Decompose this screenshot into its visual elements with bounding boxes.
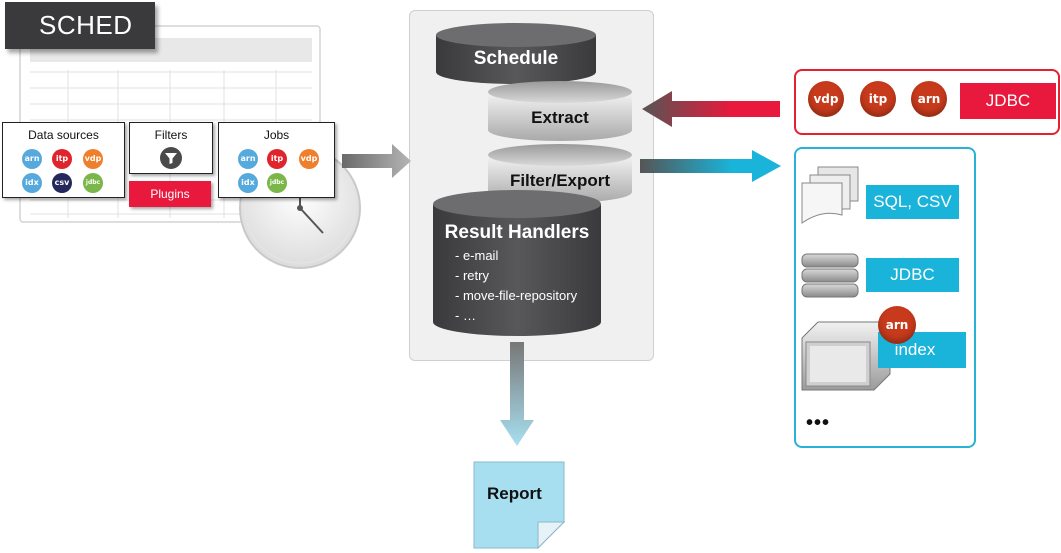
jdbc-destination-label: JDBC bbox=[866, 258, 959, 292]
handler-item: - move-file-repository bbox=[455, 288, 578, 303]
handler-item: - retry bbox=[455, 268, 489, 283]
database-icon bbox=[801, 253, 859, 298]
vdp-icon: vdp bbox=[299, 149, 319, 169]
jobs-panel: Jobs arn itp vdp idx jdbc bbox=[218, 122, 335, 198]
arn-icon: arn bbox=[878, 306, 916, 344]
jdbc-icon: jdbc bbox=[267, 173, 287, 193]
sources-box: vdp itp arn JDBC bbox=[794, 69, 1060, 135]
filter-icon bbox=[160, 147, 182, 169]
arn-icon: arn bbox=[911, 81, 947, 117]
jobs-title: Jobs bbox=[263, 128, 290, 142]
schedule-label: Schedule bbox=[473, 48, 559, 69]
arn-icon: arn bbox=[238, 149, 258, 169]
filters-panel: Filters bbox=[129, 122, 213, 174]
jdbc-icon: jdbc bbox=[83, 173, 103, 193]
documents-icon bbox=[801, 166, 859, 224]
extract-cylinder bbox=[488, 81, 632, 141]
handler-item: - … bbox=[455, 308, 476, 323]
handler-item: - e-mail bbox=[455, 248, 499, 263]
idx-icon: idx bbox=[238, 173, 258, 193]
report-label: Report bbox=[487, 484, 542, 503]
vdp-icon: vdp bbox=[808, 81, 844, 117]
result-handlers-label: Result Handlers bbox=[444, 222, 590, 243]
arrow-sources-to-extract bbox=[642, 91, 780, 127]
csv-icon: csv bbox=[52, 173, 72, 193]
jdbc-source-label: JDBC bbox=[960, 83, 1056, 119]
sched-label: SCHED bbox=[5, 2, 155, 49]
itp-icon: itp bbox=[52, 149, 72, 169]
result-handlers-list: - e-mail - retry - move-file-repository … bbox=[455, 246, 577, 326]
arrow-export-to-destinations bbox=[640, 150, 781, 182]
index-label: index bbox=[878, 332, 966, 368]
arrow-to-report bbox=[500, 342, 534, 446]
data-sources-panel: Data sources arn itp vdp idx csv jdbc bbox=[2, 122, 125, 198]
schedule-cylinder bbox=[436, 23, 596, 84]
pipeline-cylinders bbox=[433, 23, 632, 336]
vdp-icon: vdp bbox=[83, 149, 103, 169]
report-document bbox=[473, 461, 566, 550]
plugins-button[interactable]: Plugins bbox=[129, 181, 211, 207]
data-sources-title: Data sources bbox=[28, 128, 99, 142]
itp-icon: itp bbox=[267, 149, 287, 169]
filters-title: Filters bbox=[154, 128, 188, 142]
filter-export-label: Filter/Export bbox=[509, 171, 611, 190]
storage-icon bbox=[801, 321, 891, 391]
idx-icon: idx bbox=[22, 173, 42, 193]
itp-icon: itp bbox=[860, 81, 896, 117]
extract-label: Extract bbox=[531, 108, 589, 127]
arrow-jobs-to-pipeline bbox=[342, 144, 411, 178]
arn-icon: arn bbox=[22, 149, 42, 169]
more-destinations: ••• bbox=[806, 412, 831, 434]
result-handlers-cylinder bbox=[433, 190, 601, 336]
sql-csv-label: SQL, CSV bbox=[866, 185, 959, 219]
